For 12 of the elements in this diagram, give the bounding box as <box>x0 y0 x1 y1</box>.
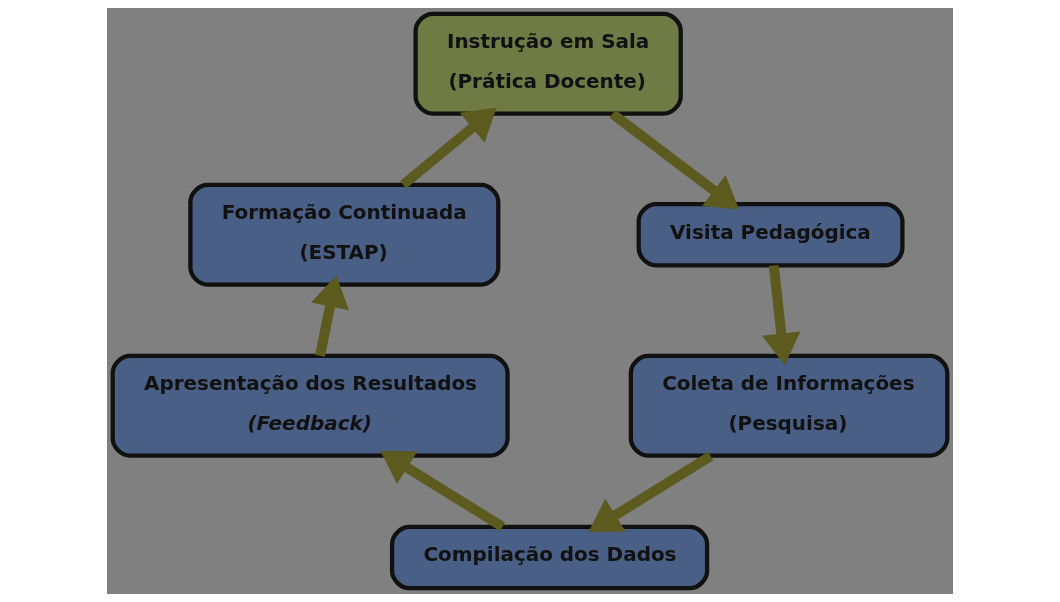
node-box: Instrução em Sala (Prática Docente) <box>413 11 683 116</box>
node-box: Compilação dos Dados <box>389 524 710 591</box>
node-box: Coleta de Informações (Pesquisa) <box>628 353 950 458</box>
arrow <box>762 264 801 366</box>
node-box: Visita Pedagógica <box>636 201 905 268</box>
node-box: Apresentação dos Resultados (Feedback) <box>110 353 510 458</box>
arrow <box>311 275 350 357</box>
arrow <box>609 109 740 210</box>
arrow <box>380 450 506 532</box>
node-box: Formação Continuada (ESTAP) <box>188 182 501 287</box>
arrow <box>588 451 714 532</box>
arrow <box>400 107 497 189</box>
